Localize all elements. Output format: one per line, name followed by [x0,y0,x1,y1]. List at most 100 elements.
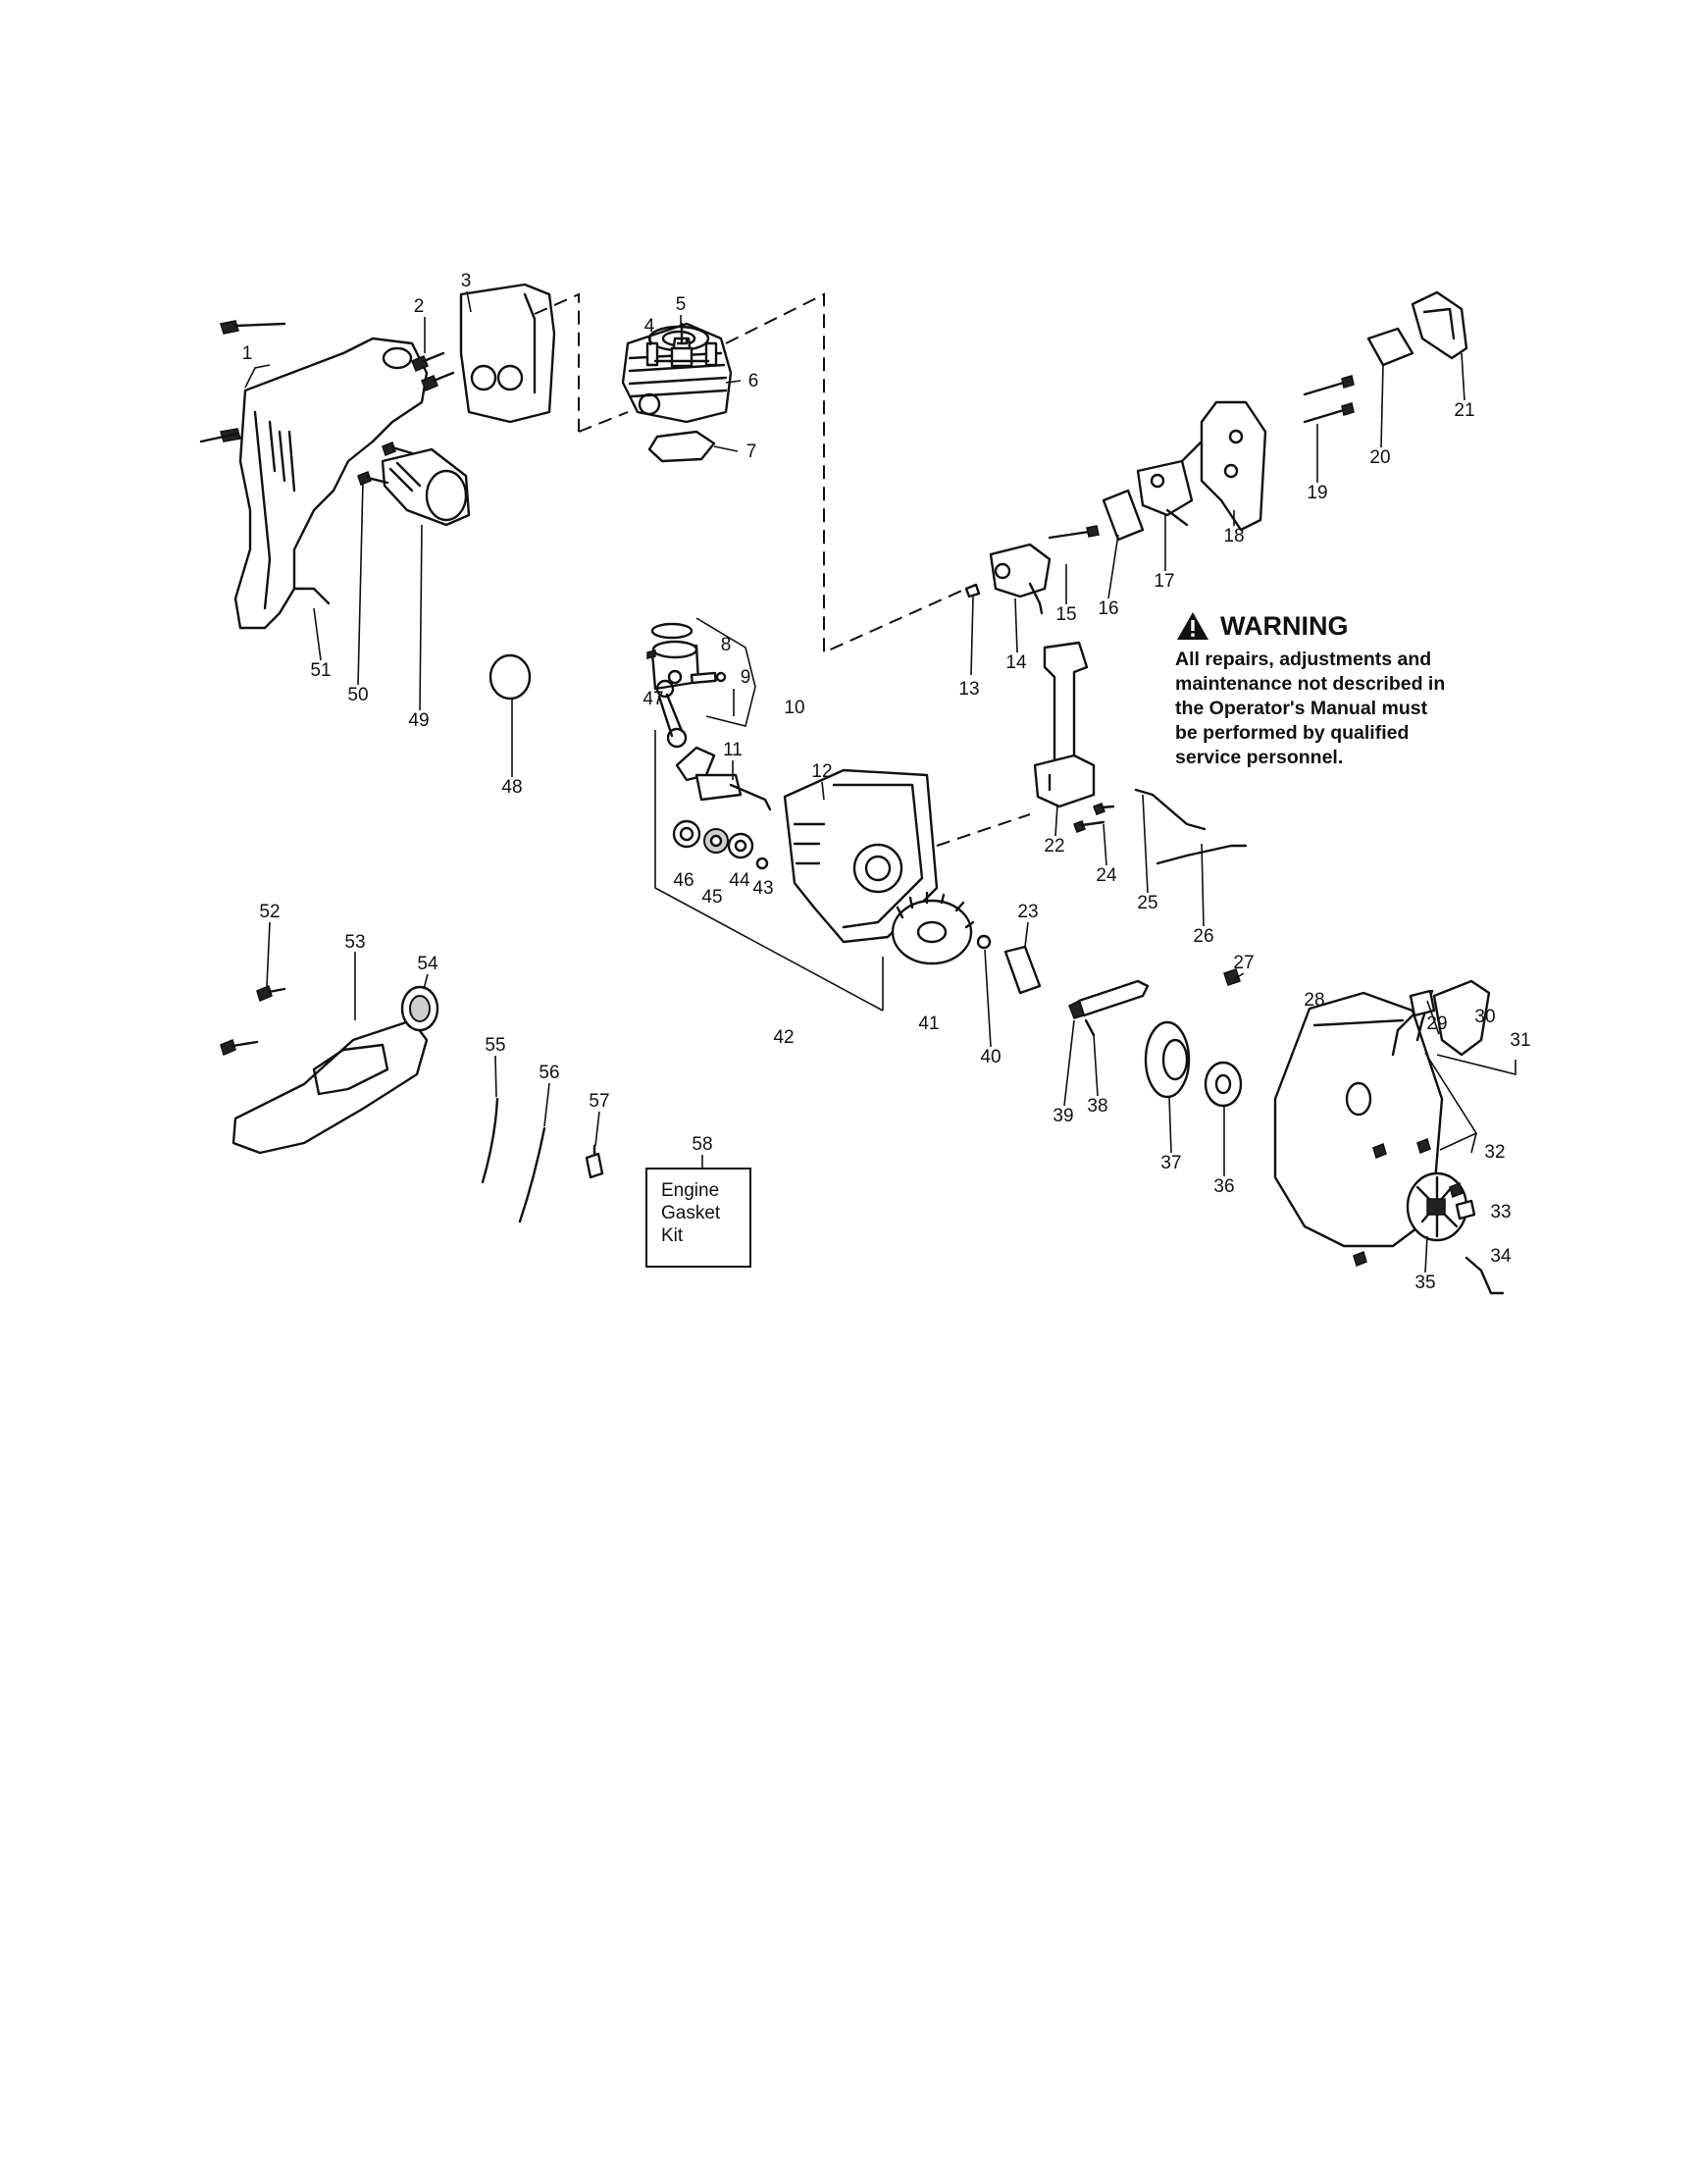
callout-40: 40 [980,1047,1001,1067]
piston-part [646,640,700,691]
bracket-part [1465,1256,1505,1295]
kit-line: Gasket [661,1203,721,1223]
callout-18: 18 [1223,526,1244,546]
callout-30: 30 [1474,1007,1495,1027]
warning-line: service personnel. [1175,747,1344,768]
screw-part [1353,1137,1464,1268]
air-filter-cover-part [1411,290,1468,360]
callout-33: 33 [1490,1202,1511,1222]
callout-42: 42 [773,1027,794,1048]
callout-6: 6 [748,371,759,391]
callout-56: 56 [539,1063,559,1083]
callout-10: 10 [784,698,804,718]
callout-8: 8 [721,635,732,655]
piston-pin-part [690,671,727,685]
o-ring-part [488,653,532,701]
label-leaders [266,290,1465,1274]
flywheel-part [891,891,975,965]
fitting-part [585,1144,604,1179]
screw-part [1048,525,1100,540]
callout-37: 37 [1160,1153,1181,1173]
warning-notice: WARNING All repairs, adjustments and mai… [1175,610,1509,770]
warning-line: maintenance not described in [1175,673,1446,695]
callout-3: 3 [461,271,472,291]
callout-19: 19 [1307,483,1327,503]
screw-part [199,320,286,443]
callout-1: 1 [242,343,253,364]
warning-line: be performed by qualified [1175,722,1410,744]
callout-58: 58 [692,1134,712,1155]
callout-27: 27 [1233,953,1254,973]
warning-heading: WARNING [1175,610,1509,642]
callout-16: 16 [1098,598,1118,619]
callout-26: 26 [1193,926,1213,947]
callout-12: 12 [811,761,832,782]
callout-23: 23 [1017,902,1038,922]
callout-22: 22 [1044,836,1064,857]
warning-line: the Operator's Manual must [1175,698,1428,719]
callout-50: 50 [347,685,368,705]
air-filter-element-part [1366,327,1414,367]
callout-36: 36 [1213,1176,1234,1197]
starter-handle-part [1415,979,1491,1057]
callout-9: 9 [741,667,751,688]
callout-4: 4 [644,316,655,337]
wire-part [1134,788,1248,865]
callout-47: 47 [642,689,663,709]
callout-15: 15 [1055,604,1076,625]
callout-11: 11 [723,740,743,760]
callout-24: 24 [1096,865,1117,886]
screw-part [1073,803,1115,833]
knob-part [400,985,439,1032]
carburetor-part [1136,440,1204,527]
callout-29: 29 [1426,1014,1447,1034]
air-box-part [1200,400,1267,532]
callout-13: 13 [958,679,979,700]
callout-25: 25 [1137,893,1157,913]
fuel-line-part [481,1097,546,1223]
crankshaft-part [675,746,772,811]
clutch-drum-part [1144,1020,1191,1099]
engine-gasket-kit-box: Engine Gasket Kit [645,1168,751,1268]
air-filter-cover-part [233,337,429,630]
crankcase-part [783,768,939,944]
callout-2: 2 [414,296,425,317]
spacer-part [976,934,1042,995]
callout-41: 41 [918,1014,939,1034]
intake-adapter-part [964,543,1052,615]
callout-31: 31 [1510,1030,1530,1051]
nut-part [1223,968,1241,986]
screw-part [357,442,414,486]
carburetor-gasket-part [1102,489,1145,542]
bolt-part [645,341,718,367]
connecting-rod-part [655,679,688,749]
callout-48: 48 [501,777,522,798]
piston-ring-part [650,622,694,640]
callout-46: 46 [673,870,694,891]
callout-54: 54 [417,954,438,974]
warning-line: All repairs, adjustments and [1175,649,1432,670]
callout-49: 49 [408,710,429,731]
leader-line [244,364,1516,1154]
callout-labels: 1 2 3 4 5 6 7 8 9 10 11 12 13 14 15 16 1… [242,271,1531,1293]
callout-28: 28 [1304,990,1324,1011]
warning-icon [1177,612,1208,640]
callout-35: 35 [1414,1273,1435,1293]
callout-34: 34 [1490,1246,1512,1267]
callout-51: 51 [310,660,331,681]
screw-part [1303,375,1355,424]
callout-43: 43 [752,878,773,899]
warning-body: All repairs, adjustments and maintenance… [1175,648,1509,770]
callout-17: 17 [1154,571,1174,592]
assembly-line [534,292,1031,847]
kit-line: Kit [661,1225,684,1246]
heat-shield-part [231,1018,429,1155]
callout-38: 38 [1087,1096,1107,1117]
callout-55: 55 [485,1035,505,1056]
screw-part [411,351,455,391]
callout-52: 52 [259,902,280,922]
pulley-part [1204,1061,1243,1108]
callout-5: 5 [676,294,687,315]
screw-part [220,984,286,1057]
